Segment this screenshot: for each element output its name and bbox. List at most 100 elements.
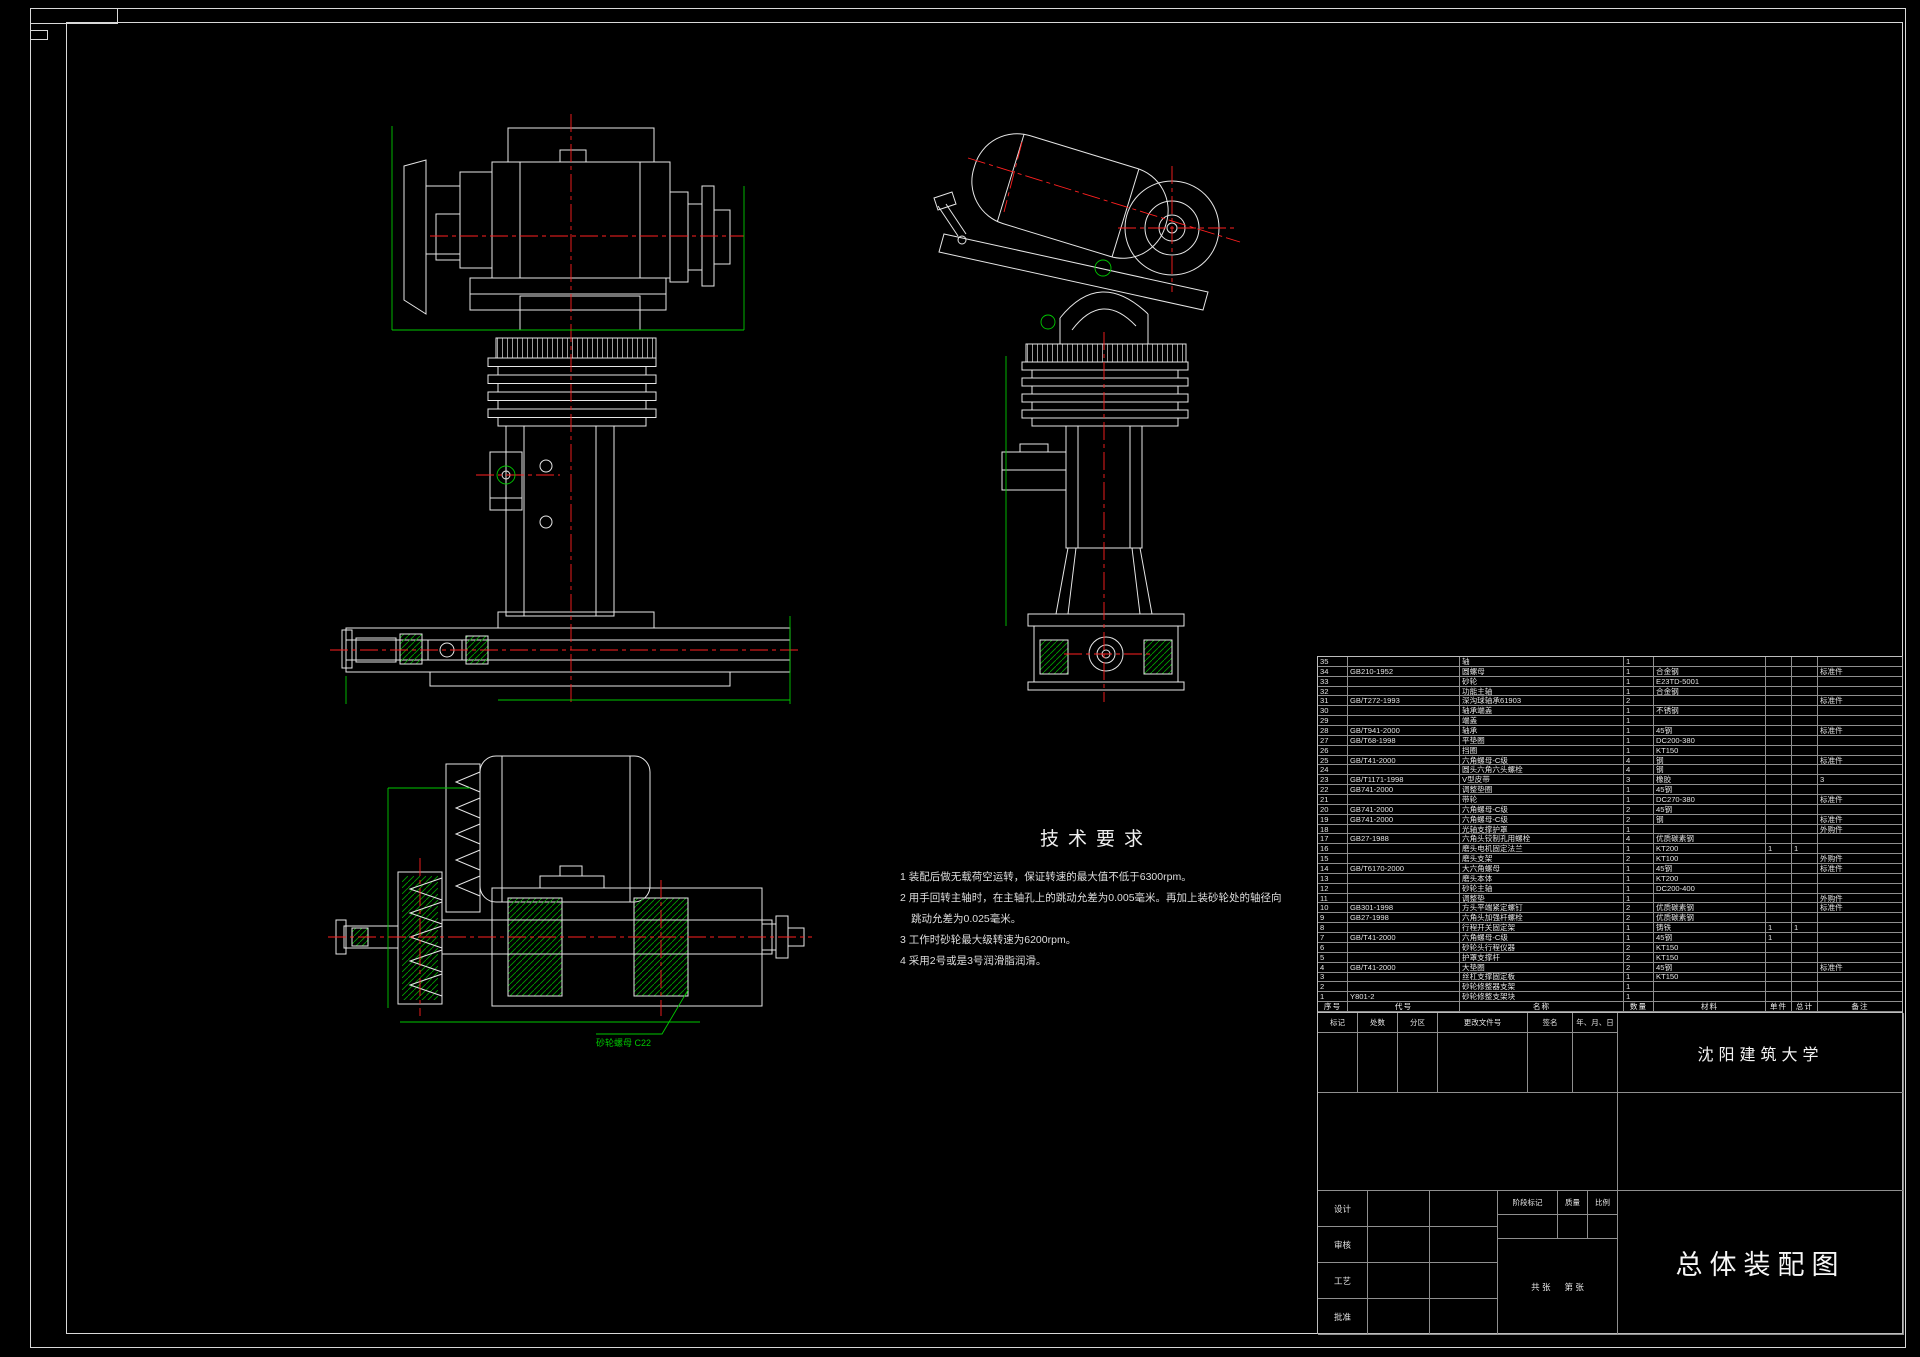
- bom-cell: [1348, 716, 1460, 726]
- bom-cell: [1766, 765, 1792, 775]
- tb-sheet-count: 共 张 第 张: [1498, 1239, 1618, 1335]
- bom-cell: 标准件: [1820, 814, 1843, 824]
- bom-cell: 21: [1318, 795, 1348, 804]
- bom-cell: GB27-1988: [1348, 834, 1460, 844]
- bom-cell: [1818, 933, 1902, 942]
- bom-cell: [1792, 913, 1818, 923]
- tb-label-design: 设计: [1318, 1191, 1368, 1227]
- bom-cell: [1654, 657, 1766, 666]
- tb-date-cell: [1430, 1227, 1498, 1263]
- tb-stage-value: [1498, 1215, 1558, 1239]
- bom-cell: 1: [1624, 676, 1654, 686]
- bom-cell: [1818, 716, 1902, 725]
- bom-cell: [1766, 676, 1792, 686]
- bom-cell: 外购件: [1820, 854, 1843, 864]
- bom-cell: [1818, 765, 1902, 774]
- tb-label-scale: 比例: [1588, 1191, 1618, 1215]
- bom-cell: KT150: [1654, 952, 1766, 962]
- bom-cell: [1348, 873, 1460, 883]
- tb-label-mark: 标记: [1318, 1013, 1358, 1033]
- bom-cell: 3: [1624, 775, 1654, 785]
- bom-cell: DC200-400: [1654, 883, 1766, 893]
- bom-cell: [1766, 873, 1792, 883]
- bom-cell: 45钢: [1654, 804, 1766, 814]
- bom-cell: 行程开关固定架: [1460, 923, 1624, 933]
- bom-cell: 6: [1318, 942, 1348, 952]
- tb-rev-cell: [1528, 1033, 1573, 1093]
- bom-cell: [1818, 943, 1902, 952]
- bom-cell: 30: [1318, 706, 1348, 716]
- bom-cell: [1818, 953, 1902, 962]
- bom-cell: [1766, 992, 1792, 1002]
- bom-header-cell: 名称: [1460, 1002, 1624, 1011]
- bom-cell: 1: [1624, 745, 1654, 755]
- bom-cell: DC200-380: [1654, 735, 1766, 745]
- bom-cell: [1818, 687, 1902, 696]
- bom-cell: 护罩支撑杆: [1460, 952, 1624, 962]
- bom-cell: 5: [1318, 952, 1348, 962]
- bom-cell: 1: [1624, 824, 1654, 834]
- tb-sign-cell: [1368, 1227, 1430, 1263]
- bom-cell: [1348, 824, 1460, 834]
- bom-cell: 1: [1624, 893, 1654, 903]
- bom-cell: 调整垫圈: [1460, 785, 1624, 795]
- bom-cell: [1766, 982, 1792, 992]
- bom-cell: [1348, 923, 1460, 933]
- bom-header-row: 序号代号名称数量材料单件总计备注: [1318, 1002, 1902, 1012]
- tb-label-process: 工艺: [1318, 1263, 1368, 1299]
- tb-label-stage-mark: 阶段标记: [1498, 1191, 1558, 1215]
- bom-cell: 1: [1318, 992, 1348, 1002]
- bom-cell: [1792, 666, 1818, 676]
- bom-cell: KT150: [1654, 942, 1766, 952]
- bom-cell: [1348, 676, 1460, 686]
- bom-cell: [1792, 942, 1818, 952]
- bom-cell: [1792, 716, 1818, 726]
- bom-cell: [1818, 973, 1902, 982]
- bom-cell: [1792, 883, 1818, 893]
- bom-cell: [1654, 824, 1766, 834]
- bom-cell: 45钢: [1654, 785, 1766, 795]
- bom-cell: [1792, 795, 1818, 804]
- bom-cell: 1: [1624, 686, 1654, 696]
- bom-cell: 32: [1318, 686, 1348, 696]
- bom-cell: 8: [1318, 923, 1348, 933]
- bom-cell: 平垫圈: [1460, 735, 1624, 745]
- bom-cell: [1792, 726, 1818, 735]
- bom-header-cell: 备注: [1851, 1002, 1869, 1011]
- bom-cell: [1766, 913, 1792, 923]
- bom-cell: [1792, 755, 1818, 765]
- bom-cell: 功能主轴: [1460, 686, 1624, 696]
- bom-cell: [1792, 864, 1818, 873]
- bom-cell: 2: [1624, 962, 1654, 972]
- tech-requirement-item: 1 装配后做无载荷空运转，保证转速的最大值不低于6300rpm。: [900, 871, 1192, 883]
- bom-cell: [1792, 992, 1818, 1002]
- bom-cell: [1766, 716, 1792, 726]
- bom-cell: 2: [1624, 854, 1654, 864]
- bom-cell: 35: [1318, 657, 1348, 666]
- bom-cell: KT150: [1654, 745, 1766, 755]
- bom-cell: [1792, 933, 1818, 942]
- drawing-title: 总体装配图: [1618, 1191, 1904, 1335]
- bom-cell: 31: [1318, 696, 1348, 706]
- bom-cell: 标准件: [1820, 726, 1843, 735]
- bom-cell: [1818, 677, 1902, 686]
- tb-sign-cell: [1368, 1263, 1430, 1299]
- bom-cell: 六角螺母-C级: [1460, 755, 1624, 765]
- bom-cell: 4: [1624, 765, 1654, 775]
- tb-label-sign: 签名: [1528, 1013, 1573, 1033]
- bom-cell: 砂轮主轴: [1460, 883, 1624, 893]
- bom-cell: [1654, 716, 1766, 726]
- bom-cell: 砂轮修整器支架: [1460, 982, 1624, 992]
- bom-cell: [1766, 893, 1792, 903]
- bom-cell: 标准件: [1820, 864, 1843, 873]
- tb-label-date: 年、月、日: [1573, 1013, 1618, 1033]
